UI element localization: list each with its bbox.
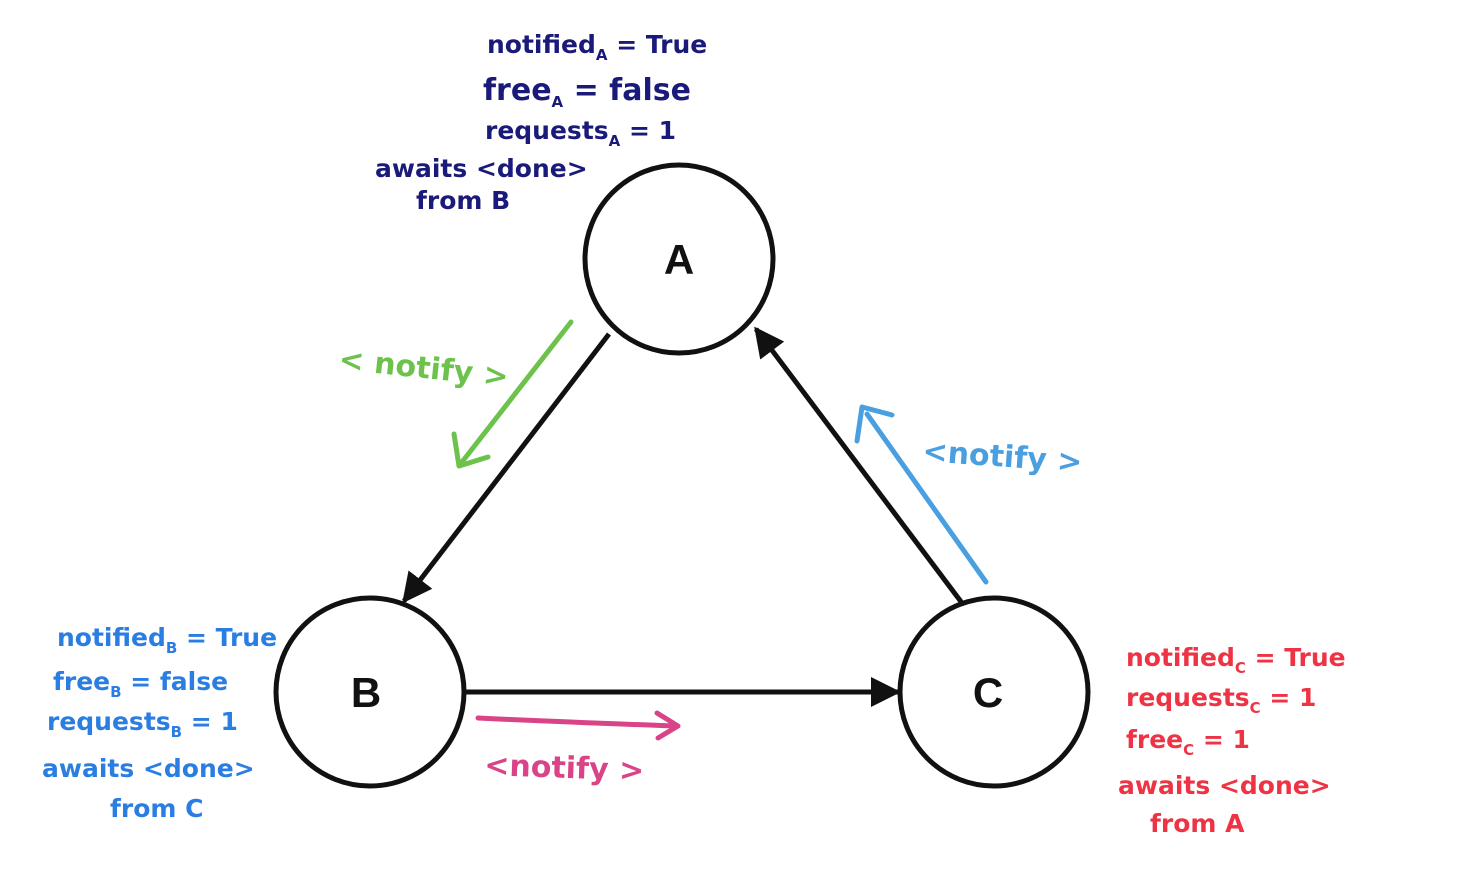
note-b-line-free: freeB = false bbox=[53, 667, 228, 701]
note-b-line-awaits: awaits <done> bbox=[42, 754, 255, 783]
node-c-label: C bbox=[973, 669, 1003, 716]
note-c-line-notified: notifiedC = True bbox=[1126, 643, 1346, 677]
edge-c-to-a bbox=[754, 326, 964, 605]
node-c-circle bbox=[897, 595, 1091, 789]
note-c-line-free: freeC = 1 bbox=[1126, 725, 1250, 759]
note-c-line-awaits: awaits <done> bbox=[1118, 771, 1331, 800]
note-a-line-from: from B bbox=[416, 186, 510, 215]
message-c-to-a: <notify > bbox=[854, 404, 1083, 585]
node-b-state-note: notifiedB = True freeB = false requestsB… bbox=[42, 623, 277, 823]
node-a-circle bbox=[582, 162, 776, 356]
message-b-to-c: <notify > bbox=[475, 710, 681, 789]
node-b-circle bbox=[273, 595, 467, 789]
note-b-line-requests: requestsB = 1 bbox=[47, 707, 238, 741]
message-c-to-a-arrowhead bbox=[854, 404, 895, 444]
message-a-to-b-arrow bbox=[459, 319, 574, 465]
note-a-line-free: freeA = false bbox=[483, 73, 691, 111]
node-a-label: A bbox=[664, 236, 694, 283]
note-b-line-notified: notifiedB = True bbox=[57, 623, 277, 657]
message-b-to-c-arrowhead bbox=[654, 710, 681, 741]
node-c-state-note: notifiedC = True requestsC = 1 freeC = 1… bbox=[1118, 643, 1346, 838]
message-c-to-a-arrow bbox=[864, 411, 989, 585]
message-b-to-c-arrow bbox=[475, 715, 679, 729]
node-b-label: B bbox=[351, 669, 381, 716]
message-a-to-b: < notify > bbox=[337, 319, 574, 469]
node-a-state-note: notifiedA = True freeA = false requestsA… bbox=[375, 30, 707, 215]
node-c: C bbox=[897, 595, 1091, 789]
message-a-to-b-arrowhead bbox=[451, 431, 491, 469]
note-c-line-requests: requestsC = 1 bbox=[1126, 683, 1316, 717]
note-a-line-notified: notifiedA = True bbox=[487, 30, 707, 64]
note-b-line-from: from C bbox=[110, 794, 203, 823]
edge-a-to-b bbox=[402, 332, 611, 604]
message-c-to-a-label: <notify > bbox=[921, 434, 1083, 480]
message-b-to-c-label: <notify > bbox=[484, 748, 645, 789]
node-b: B bbox=[273, 595, 467, 789]
note-a-line-awaits: awaits <done> bbox=[375, 154, 588, 183]
note-c-line-from: from A bbox=[1150, 809, 1245, 838]
note-a-line-requests: requestsA = 1 bbox=[485, 116, 676, 150]
message-a-to-b-label: < notify > bbox=[337, 342, 510, 395]
node-a: A bbox=[582, 162, 776, 356]
